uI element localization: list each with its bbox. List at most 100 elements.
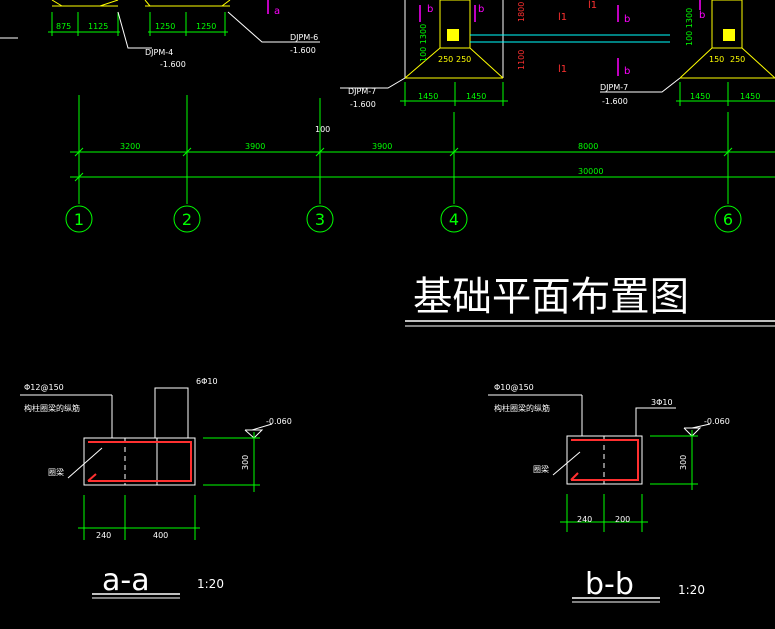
dim-slash	[182, 147, 192, 157]
beam-tag: l1	[558, 64, 567, 75]
stirrup-rebar	[88, 441, 192, 482]
pedestal-dim: 250	[438, 55, 453, 64]
leader-djpm6	[227, 11, 320, 43]
axis-label: 1	[74, 210, 84, 229]
beam-label: 圈梁	[48, 468, 64, 477]
height-dim: 300	[241, 455, 250, 470]
beam-tag: l1	[558, 12, 567, 23]
footing-elev: -1.600	[290, 46, 316, 55]
beam-leader	[67, 447, 103, 479]
span-dim-text: 3200	[120, 142, 140, 151]
dim-text: 1250	[155, 22, 175, 31]
section-a-detail: Φ12@150 构柱圈梁的纵筋 6Φ10 圈梁 -0.060 300 240 4…	[20, 377, 292, 599]
dim-text: 1450	[466, 92, 486, 101]
axis-label: 6	[723, 210, 733, 229]
pedestal-dim: 250	[730, 55, 745, 64]
section-tag: b	[699, 10, 705, 21]
beam-section-outline	[83, 437, 196, 486]
section-title: b-b	[585, 567, 634, 602]
rebar-note: 构柱圈梁的纵筋	[24, 403, 80, 413]
dim-text: 1450	[418, 92, 438, 101]
rebar-hook	[87, 473, 97, 482]
vertical-dim: 100 1300	[419, 24, 428, 62]
leader-djpm7	[340, 77, 406, 89]
axis-dimensions: 3200 3900 3900 8000 30000 100	[70, 95, 775, 204]
dim-slash	[74, 147, 84, 157]
dim-slash	[74, 172, 84, 182]
section-tag: b	[624, 66, 630, 77]
plan-title: 基础平面布置图	[413, 274, 689, 320]
beam-leader	[552, 451, 581, 476]
dim-slash	[449, 147, 459, 157]
rebar-label-top: 6Φ10	[196, 377, 218, 386]
width-dim: 400	[153, 531, 168, 540]
width-dim: 240	[96, 531, 111, 540]
beam-label: 圈梁	[533, 465, 549, 474]
dim-slash	[315, 147, 325, 157]
pedestal-dim: 250	[456, 55, 471, 64]
elevation-leader	[691, 423, 711, 429]
elevation-leader	[251, 423, 273, 431]
pedestal-outline	[711, 0, 743, 49]
vertical-dim: 100 1300	[685, 8, 694, 46]
span-dim-text: 3900	[372, 142, 392, 151]
axis-bubble-4	[440, 205, 468, 233]
axis-bubble-6	[714, 205, 742, 233]
span-dim-text: 3900	[245, 142, 265, 151]
footing-label: DJPM-4	[145, 48, 173, 57]
dim-slash	[723, 147, 733, 157]
section-b-detail: Φ10@150 构柱圈梁的纵筋 3Φ10 圈梁 -0.060 300 240 2…	[488, 383, 730, 603]
axis-bubble-3	[306, 205, 334, 233]
dim-text: 1450	[690, 92, 710, 101]
elevation-text: -0.060	[266, 417, 292, 426]
leader-bracket	[635, 407, 676, 436]
column-section	[447, 29, 459, 41]
footing-group-left: 875 1125 1250 1250 a DJPM-4 -1.600 DJPM-…	[0, 0, 320, 69]
footing-outline-4	[144, 0, 151, 7]
total-dim-text: 30000	[578, 167, 603, 176]
section-tag: b	[427, 4, 433, 15]
height-dim: 300	[679, 455, 688, 470]
width-dim: 200	[615, 515, 630, 524]
axis-bubble-2	[173, 205, 201, 233]
footing-label: DJPM-7	[348, 87, 376, 96]
leader-bracket	[154, 387, 189, 438]
plan-title-block: 基础平面布置图	[405, 274, 775, 327]
vertical-dim: 1100	[517, 50, 526, 70]
pedestal-outline	[439, 0, 471, 49]
footing-label: DJPM-7	[600, 83, 628, 92]
vertical-dim: 1800	[517, 2, 526, 22]
axis-bubbles: 1 2 3 4 6	[65, 205, 742, 233]
column-section	[723, 29, 735, 41]
beam-tag: l1	[588, 0, 597, 11]
span-dim-text: 8000	[578, 142, 598, 151]
footing-outline-2	[99, 0, 119, 7]
leader-djpm7	[600, 77, 681, 93]
rebar-note: 构柱圈梁的纵筋	[494, 403, 550, 413]
axis-label: 3	[315, 210, 325, 229]
elevation-text: -0.060	[704, 417, 730, 426]
dim-text: 875	[56, 22, 71, 31]
stirrup-rebar	[571, 439, 639, 481]
pedestal-dim: 150	[709, 55, 724, 64]
axis-label: 2	[182, 210, 192, 229]
footing-outline-5	[221, 0, 231, 7]
section-tag: b	[478, 4, 484, 15]
dim-text: 1125	[88, 22, 108, 31]
rebar-label-side: Φ12@150	[24, 383, 64, 392]
section-tag: b	[624, 14, 630, 25]
width-dim: 240	[577, 515, 592, 524]
section-scale: 1:20	[678, 583, 705, 597]
footing-elev: -1.600	[160, 60, 186, 69]
rebar-label-top: 3Φ10	[651, 398, 673, 407]
footing-group-right: b b 100 1300 250 250 1800 1100 l1 l1 l1 …	[340, 0, 775, 109]
axis-label: 4	[449, 210, 459, 229]
footing-elev: -1.600	[350, 100, 376, 109]
axis-bubble-1	[65, 205, 93, 233]
footing-label: DJPM-6	[290, 33, 318, 42]
section-tag: a	[274, 6, 280, 17]
small-dim-text: 100	[315, 125, 330, 134]
dim-text: 1450	[740, 92, 760, 101]
